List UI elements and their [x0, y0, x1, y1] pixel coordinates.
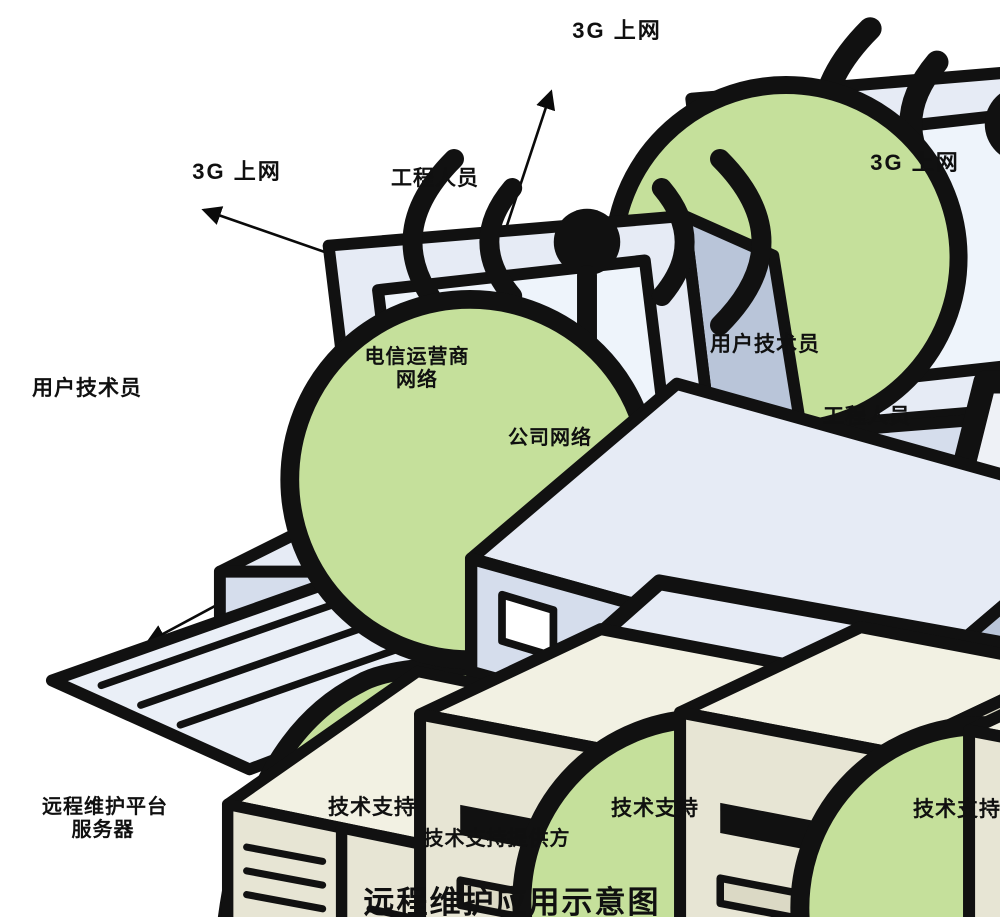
label-support-left: 技术支持: [328, 796, 416, 819]
label-support-right: 技术支持: [913, 798, 1000, 821]
diagram-title: 远程维护应用示意图: [363, 885, 661, 917]
label-provider: 技术支持提供方: [423, 828, 571, 850]
label-support-center: 技术支持: [611, 797, 699, 820]
label-company-network: 公司网络: [508, 427, 592, 449]
label-person-right-1: 用户技术员: [710, 333, 820, 356]
label-person-left: 用户技术员: [32, 377, 142, 400]
label-antenna-right: 3G 上网: [870, 150, 960, 175]
label-server-line2: 服务器: [71, 819, 135, 841]
label-antenna-left: 3G 上网: [192, 159, 282, 184]
label-person-right-2: 工程人员: [823, 405, 911, 428]
label-antenna-top: 3G 上网: [572, 18, 662, 43]
label-telecom-network-line1: 电信运营商: [364, 346, 470, 368]
label-person-top: 工程人员: [391, 167, 479, 190]
label-server-line1: 远程维护平台: [42, 796, 168, 818]
label-telecom-network-line2: 网络: [396, 369, 438, 391]
